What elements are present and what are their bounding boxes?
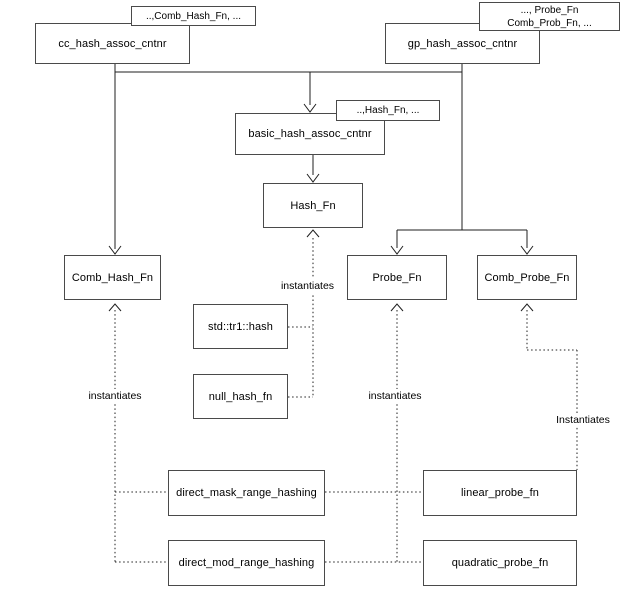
param-text-line2: Comb_Prob_Fn, ... [507, 17, 592, 29]
instantiation-edges [114, 238, 578, 563]
node-label: Hash_Fn [290, 199, 336, 212]
node-quadratic-probe-fn: quadratic_probe_fn [423, 540, 577, 586]
node-direct-mod-range-hashing: direct_mod_range_hashing [168, 540, 325, 586]
node-label: direct_mod_range_hashing [178, 557, 315, 569]
node-linear-probe-fn: linear_probe_fn [423, 470, 577, 516]
param-text: ..,Comb_Hash_Fn, ... [145, 10, 242, 22]
node-direct-mask-range-hashing: direct_mask_range_hashing [168, 470, 325, 516]
node-label: gp_hash_assoc_cntnr [407, 37, 518, 50]
param-text-line1: ..., Probe_Fn [520, 4, 579, 16]
arrowhead-up-hash-fn [306, 229, 320, 238]
node-probe-fn: Probe_Fn [347, 255, 447, 300]
arrowhead-basic [303, 103, 317, 113]
arrowhead-comb-probe-fn [520, 245, 534, 255]
edge-label-instantiates-hash-fn: instantiates [270, 279, 345, 293]
arrowheads-down [108, 103, 534, 255]
edge-label-instantiates-probe-fn: instantiates [359, 389, 431, 403]
arrowheads-up [108, 229, 534, 312]
node-label: linear_probe_fn [461, 487, 539, 499]
derivation-edges [114, 64, 528, 249]
node-label: std::tr1::hash [208, 320, 273, 333]
params-cc-hash: ..,Comb_Hash_Fn, ... [131, 6, 256, 26]
arrowhead-up-probe-fn [390, 303, 404, 312]
arrowhead-up-comb-hash-fn [108, 303, 122, 312]
edge-label-instantiates-comb-probe-fn: Instantiates [547, 413, 619, 427]
node-label: quadratic_probe_fn [451, 557, 549, 569]
edge-label-instantiates-comb-hash-fn: instantiates [79, 389, 151, 403]
node-comb-hash-fn: Comb_Hash_Fn [64, 255, 161, 300]
node-label: direct_mask_range_hashing [176, 487, 317, 499]
arrowhead-up-comb-probe-fn [520, 303, 534, 312]
node-cc-hash-assoc-cntnr: cc_hash_assoc_cntnr [35, 23, 190, 64]
node-null-hash-fn: null_hash_fn [193, 374, 288, 419]
node-label: Comb_Hash_Fn [71, 271, 154, 284]
node-hash-fn: Hash_Fn [263, 183, 363, 228]
node-label: cc_hash_assoc_cntnr [58, 37, 167, 50]
params-gp-hash: ..., Probe_Fn Comb_Prob_Fn, ... [479, 2, 620, 31]
arrowhead-probe-fn [390, 245, 404, 255]
arrowhead-comb-hash-fn [108, 245, 122, 255]
node-label: Probe_Fn [372, 271, 422, 284]
node-label: Comb_Probe_Fn [484, 271, 570, 284]
node-std-tr1-hash: std::tr1::hash [193, 304, 288, 349]
param-text: ..,Hash_Fn, ... [356, 105, 420, 116]
node-label: basic_hash_assoc_cntnr [248, 128, 372, 140]
params-basic-hash: ..,Hash_Fn, ... [336, 100, 440, 121]
node-comb-probe-fn: Comb_Probe_Fn [477, 255, 577, 300]
node-label: null_hash_fn [208, 390, 273, 403]
arrowhead-hash-fn [306, 173, 320, 183]
